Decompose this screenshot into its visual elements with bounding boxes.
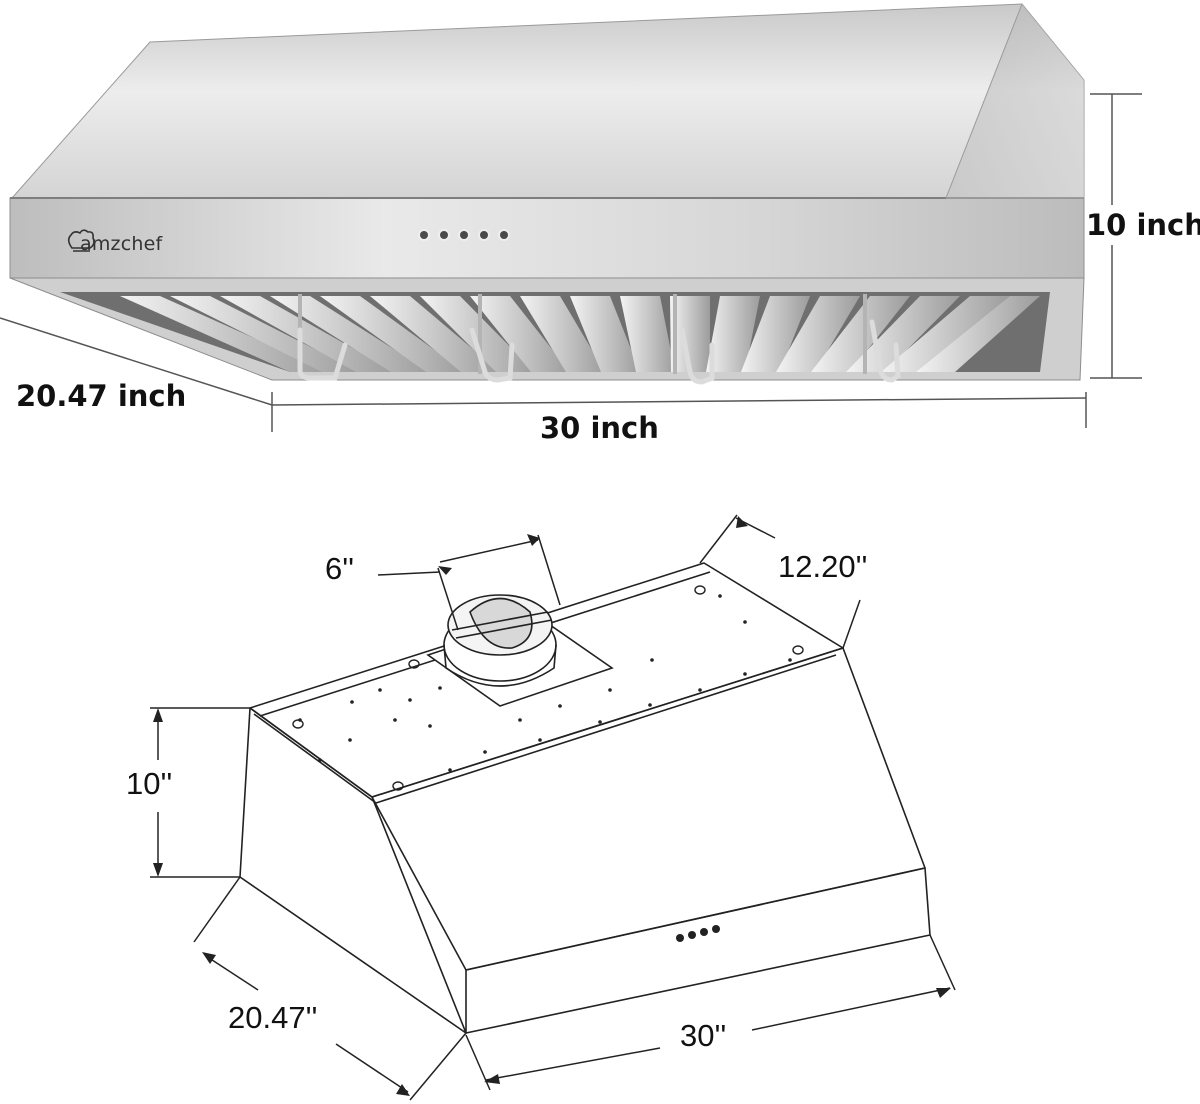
hood-left-side-outline <box>239 707 467 1034</box>
photo-dimension-lines <box>0 93 1142 432</box>
hood-control-panel <box>418 229 510 241</box>
control-button <box>676 934 684 942</box>
control-button <box>478 229 490 241</box>
duct-collar <box>426 594 614 707</box>
line-height-label: 10'' <box>126 766 173 801</box>
hood-photo <box>0 3 1142 432</box>
control-button <box>498 229 510 241</box>
control-button <box>438 229 450 241</box>
baffle-filters <box>120 294 1040 374</box>
line-control-panel <box>676 925 720 942</box>
control-button <box>418 229 430 241</box>
control-button <box>688 931 696 939</box>
hood-top-surface <box>10 3 1085 199</box>
photo-height-label: 10 inch <box>1086 208 1200 242</box>
brand-logo-text: amzchef <box>80 233 163 255</box>
hood-side-surface <box>946 4 1084 198</box>
hood-front-slope-outline <box>371 647 926 971</box>
filter-handles <box>297 319 901 385</box>
hood-front-panel <box>9 197 1085 279</box>
duct-size-label: 6'' <box>325 551 355 586</box>
photo-depth-label: 20.47 inch <box>16 379 187 413</box>
control-button <box>712 925 720 933</box>
control-button <box>458 229 470 241</box>
line-width-label: 30'' <box>680 1018 727 1053</box>
line-depth-label: 20.47'' <box>228 1000 318 1035</box>
photo-width-label: 30 inch <box>540 411 659 445</box>
top-depth-label: 12.20'' <box>778 549 868 584</box>
hood-front-vertical-outline <box>465 867 931 1034</box>
top-rivets <box>298 594 792 772</box>
control-button <box>700 928 708 936</box>
chef-hat-icon <box>67 229 95 252</box>
hood-top-outline <box>249 562 844 798</box>
